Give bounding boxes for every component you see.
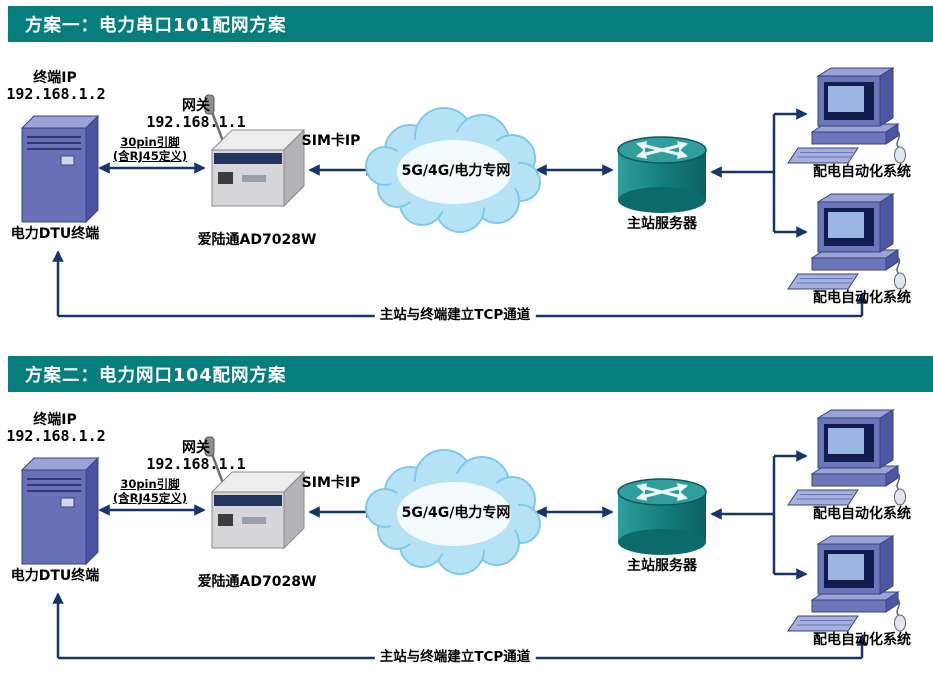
dtu-label: 电力DTU终端: [10, 226, 100, 242]
tcp-channel-label: 主站与终端建立TCP通道: [374, 649, 536, 666]
gateway-ip-value: 192.168.1.1: [146, 455, 246, 473]
workstation-1-label: 配电自动化系统: [813, 164, 911, 180]
scheme-2-title-bar: 方案二：电力网口104配网方案: [8, 356, 933, 392]
scheme-2-title: 方案二：电力网口104配网方案: [25, 365, 287, 386]
terminal-ip-value: 192.168.1.2: [6, 427, 106, 445]
terminal-ip-value: 192.168.1.2: [6, 85, 106, 103]
router-label: 爱陆通AD7028W: [197, 574, 317, 590]
gateway-label: 网关: [182, 440, 210, 456]
network-diagram-graphics: [22, 68, 906, 316]
gateway-ip-value: 192.168.1.1: [146, 113, 246, 131]
scheme-1-title-bar: 方案一：电力串口101配网方案: [8, 6, 933, 42]
sim-ip-label: SIM卡IP: [301, 133, 361, 149]
tcp-channel-label: 主站与终端建立TCP通道: [374, 307, 536, 324]
scheme-1-title: 方案一：电力串口101配网方案: [25, 15, 287, 36]
terminal-ip-label: 终端IP: [33, 412, 77, 428]
pin-label-line2: (含RJ45定义): [112, 149, 188, 163]
pin-label-line1: 30pin引脚: [120, 477, 180, 491]
dtu-label: 电力DTU终端: [10, 568, 100, 584]
cloud-label: 5G/4G/电力专网: [401, 505, 511, 521]
server-label: 主站服务器: [627, 216, 697, 232]
gateway-label: 网关: [182, 98, 210, 114]
server-label: 主站服务器: [627, 558, 697, 574]
workstation-2-label: 配电自动化系统: [813, 290, 911, 306]
pin-label-line2: (含RJ45定义): [112, 491, 188, 505]
terminal-ip-label: 终端IP: [33, 70, 77, 86]
sim-ip-label: SIM卡IP: [301, 475, 361, 491]
workstation-2-label: 配电自动化系统: [813, 632, 911, 648]
router-label: 爱陆通AD7028W: [197, 232, 317, 248]
scheme-1: 方案一：电力串口101配网方案 终端IP 192.168.1.2 电力DTU终端…: [6, 6, 933, 324]
pin-label-line1: 30pin引脚: [120, 135, 180, 149]
scheme-2: 方案二：电力网口104配网方案 终端IP 192.168.1.2 电力DTU终端…: [0, 342, 933, 684]
workstation-1-label: 配电自动化系统: [813, 506, 911, 522]
cloud-label: 5G/4G/电力专网: [401, 163, 511, 179]
network-diagram-graphics: [22, 410, 906, 658]
